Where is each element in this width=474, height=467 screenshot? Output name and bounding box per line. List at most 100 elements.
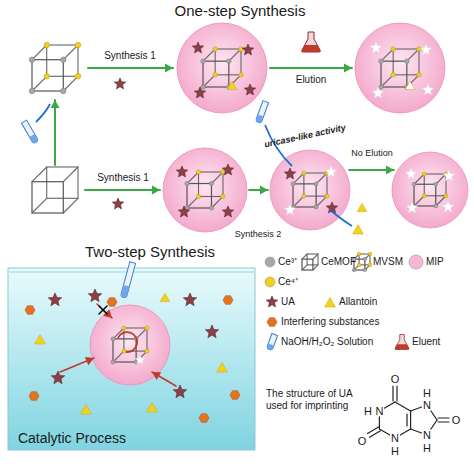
catalysis-arrow [118, 332, 137, 352]
ce4-node [302, 194, 306, 198]
panel-title: Catalytic Process [18, 430, 126, 446]
line-shape [293, 173, 304, 184]
ce3-node [29, 88, 35, 94]
legend-swatch [409, 255, 423, 269]
ua-star [176, 166, 187, 177]
ce4-node [196, 194, 200, 198]
mip-sphere [177, 23, 267, 113]
arrow-head [152, 372, 161, 380]
ce3-node [111, 360, 115, 364]
legend-text: Ce³⁺ [278, 256, 297, 268]
mip-sphere [392, 152, 468, 228]
ce4-node [368, 263, 372, 267]
mip-sphere [355, 23, 445, 113]
line-shape [438, 421, 449, 422]
allantoin-triangle [147, 403, 158, 412]
ce3-node [209, 206, 213, 210]
line-shape [316, 173, 327, 184]
line-shape [32, 167, 47, 182]
line-shape [152, 372, 176, 386]
legend-swatch [265, 277, 275, 287]
line-shape [313, 254, 318, 259]
line-shape [293, 196, 304, 207]
line-shape [302, 254, 307, 259]
step-label: No Elution [351, 148, 393, 158]
ce4-node [44, 74, 50, 80]
ce3-node [61, 88, 67, 94]
line-shape [316, 196, 327, 207]
arrow-head [85, 357, 94, 365]
ua-star [422, 84, 433, 95]
allantoin-triangle [357, 203, 367, 211]
ua-star [443, 170, 454, 181]
path-shape [266, 343, 273, 350]
line-shape [88, 67, 173, 69]
arrow-head [165, 64, 173, 73]
interferent-hexagon [29, 392, 39, 401]
line-shape [381, 75, 393, 87]
legend-text: Ce⁴⁺ [278, 276, 298, 288]
ce3-node [434, 182, 438, 186]
line-shape [99, 306, 107, 314]
eluent-flask [395, 335, 409, 350]
solution-tube [120, 262, 135, 298]
arrow-head [386, 166, 394, 175]
atom-label: N [422, 400, 432, 411]
cube-back [47, 167, 78, 198]
arrow-head [51, 100, 60, 108]
ce3-node [379, 85, 384, 90]
line-shape [203, 49, 215, 61]
ce4-node [75, 74, 81, 80]
section-title: Two-step Synthesis [85, 243, 215, 260]
structure-caption: The structure of UA used for imprinting [266, 388, 358, 411]
line-shape [410, 411, 411, 429]
ua-star [325, 166, 336, 177]
ua-star [114, 78, 125, 89]
interferent-hexagon [199, 414, 209, 423]
cube-back [424, 174, 446, 196]
legend-text: UA [281, 296, 295, 308]
line-shape [370, 431, 381, 438]
allantoin-triangle [405, 81, 415, 89]
legend-text: NaOH/H₂O₂ Solution [281, 336, 373, 348]
interferent-hexagon [107, 298, 117, 307]
path-shape [302, 45, 321, 52]
legend-text: Allantoin [339, 296, 377, 308]
interferent-hexagon [25, 306, 35, 315]
ua-star [48, 293, 61, 306]
atom-label: N [390, 433, 400, 444]
ce4-node [196, 170, 200, 174]
line-shape [32, 45, 47, 60]
line-shape [113, 351, 124, 362]
ce4-node [213, 47, 218, 52]
mip-sphere [270, 150, 350, 230]
ce4-node [325, 194, 329, 198]
ua-star [51, 371, 64, 384]
ua-star [183, 293, 196, 306]
path-shape [21, 120, 38, 144]
cube-back [304, 173, 327, 196]
legend-text: MIP [426, 256, 444, 268]
line-shape [436, 196, 446, 206]
atom-label: O [452, 414, 461, 427]
line-shape [63, 167, 78, 182]
line-shape [396, 386, 397, 401]
step-label: Elution [296, 74, 327, 86]
ua-star [370, 42, 381, 53]
line-shape [414, 174, 424, 184]
line-shape [436, 174, 446, 184]
path-shape [120, 285, 129, 298]
solution-tube [255, 101, 268, 124]
ua-star [88, 289, 101, 302]
ce4-node [239, 47, 244, 52]
eluent-flask [302, 32, 321, 52]
ce4-node [145, 326, 149, 330]
line-shape [302, 265, 307, 270]
ce3-node [352, 268, 356, 272]
ce3-node [363, 268, 367, 272]
ua-star [372, 87, 383, 98]
solution-tube [266, 333, 277, 350]
ua-star [112, 198, 123, 209]
ce4-node [391, 73, 396, 78]
path-shape [255, 101, 268, 124]
